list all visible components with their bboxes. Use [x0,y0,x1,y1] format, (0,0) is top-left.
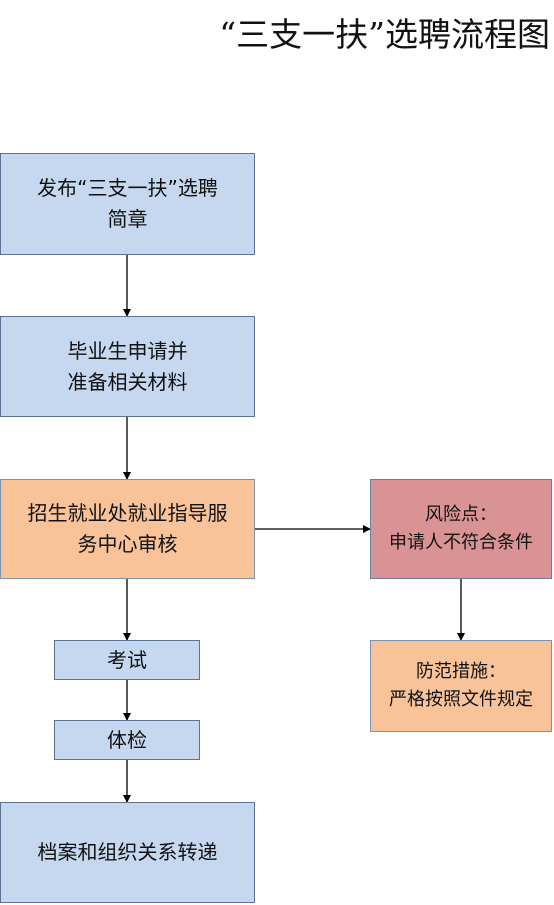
step-review-line-1: 招生就业处就业指导服 [27,501,228,525]
step-medical-label: 体检 [107,727,147,752]
risk-text: 申请人不符合条件 [389,532,533,553]
prevention-heading: 防范措施： [416,661,506,683]
step-exam: 考试 [54,640,200,680]
risk-point-box: 风险点： 申请人不符合条件 [370,479,552,579]
step-file-transfer: 档案和组织关系转递 [0,802,255,903]
step-publish-line-1: 发布“三支一扶”选聘 [37,176,218,200]
risk-heading: 风险点： [425,504,497,526]
step-publish-line-2: 简章 [107,207,148,231]
step-apply-line-2: 准备相关材料 [67,369,188,394]
page-title: “三支一扶”选聘流程图 [219,15,550,54]
step-publish-announcement: 发布“三支一扶”选聘 简章 [0,153,255,255]
prevention-measure-box: 防范措施： 严格按照文件规定 [370,640,552,732]
step-exam-label: 考试 [107,647,147,672]
step-apply-line-1: 毕业生申请并 [67,338,188,363]
prevention-text: 严格按照文件规定 [389,689,533,710]
step-apply-materials: 毕业生申请并 准备相关材料 [0,316,255,417]
step-medical-check: 体检 [54,720,200,760]
step-transfer-label: 档案和组织关系转递 [37,840,218,864]
step-center-review: 招生就业处就业指导服 务中心审核 [0,479,255,579]
step-review-line-2: 务中心审核 [77,532,178,556]
